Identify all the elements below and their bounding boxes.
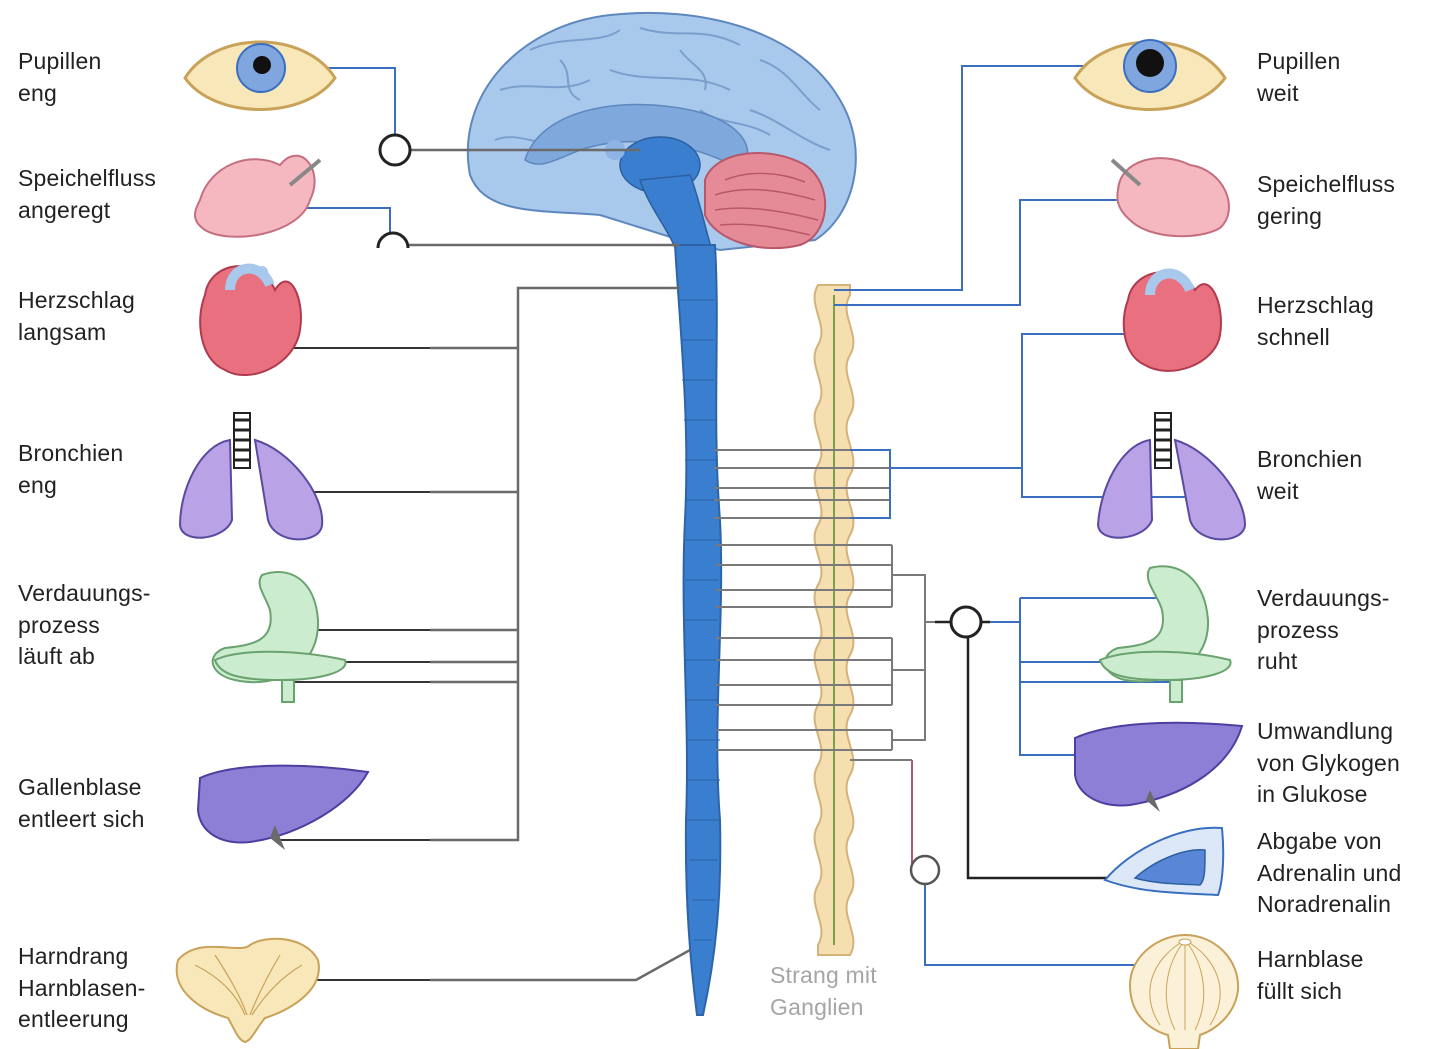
caption-strang-mit-ganglien: Strang mit Ganglien — [770, 960, 877, 1023]
liver-right-icon — [1075, 723, 1242, 812]
label-bronchien-weit: Bronchien weit — [1257, 444, 1362, 507]
parasympathetic-connections — [400, 150, 690, 980]
cerebellum — [705, 153, 825, 248]
label-pupillen-weit: Pupillen weit — [1257, 46, 1340, 109]
label-verdauungsprozess-laeuft-ab: Verdauungs- prozess läuft ab — [18, 578, 151, 673]
label-speichelfluss-gering: Speichelfluss gering — [1257, 169, 1395, 232]
salivary-gland-right-icon — [1112, 158, 1229, 236]
eye-right-icon — [1075, 40, 1225, 110]
sympathetic-ganglia — [911, 607, 981, 884]
lungs-left-icon — [180, 413, 322, 539]
label-pupillen-eng: Pupillen eng — [18, 46, 101, 109]
label-gallenblase-entleert-sich: Gallenblase entleert sich — [18, 772, 145, 835]
label-verdauungsprozess-ruht: Verdauungs- prozess ruht — [1257, 583, 1390, 678]
label-abgabe-adrenalin: Abgabe von Adrenalin und Noradrenalin — [1257, 826, 1402, 921]
label-speichelfluss-angeregt: Speichelfluss angeregt — [18, 163, 156, 226]
heart-right-icon — [1124, 272, 1221, 371]
label-harndrang: Harndrang Harnblasen- entleerung — [18, 941, 146, 1036]
label-herzschlag-langsam: Herzschlag langsam — [18, 285, 135, 348]
liver-left-icon — [198, 766, 368, 850]
label-harnblase-fuellt-sich: Harnblase füllt sich — [1257, 944, 1364, 1007]
parasympathetic-ganglia — [378, 135, 410, 248]
lungs-right-icon — [1098, 413, 1245, 539]
salivary-gland-left-icon — [195, 156, 320, 237]
adrenal-gland-right-icon — [1105, 828, 1223, 895]
eye-left-icon — [185, 42, 335, 110]
spinal-cord — [675, 245, 721, 1015]
label-umwandlung-glykogen: Umwandlung von Glykogen in Glukose — [1257, 716, 1400, 811]
label-bronchien-eng: Bronchien eng — [18, 438, 123, 501]
heart-left-icon — [200, 266, 301, 375]
label-herzschlag-schnell: Herzschlag schnell — [1257, 290, 1374, 353]
bladder-right-icon — [1130, 935, 1238, 1049]
bladder-left-icon — [177, 939, 319, 1042]
sympathetic-ganglion-chain — [815, 285, 854, 955]
